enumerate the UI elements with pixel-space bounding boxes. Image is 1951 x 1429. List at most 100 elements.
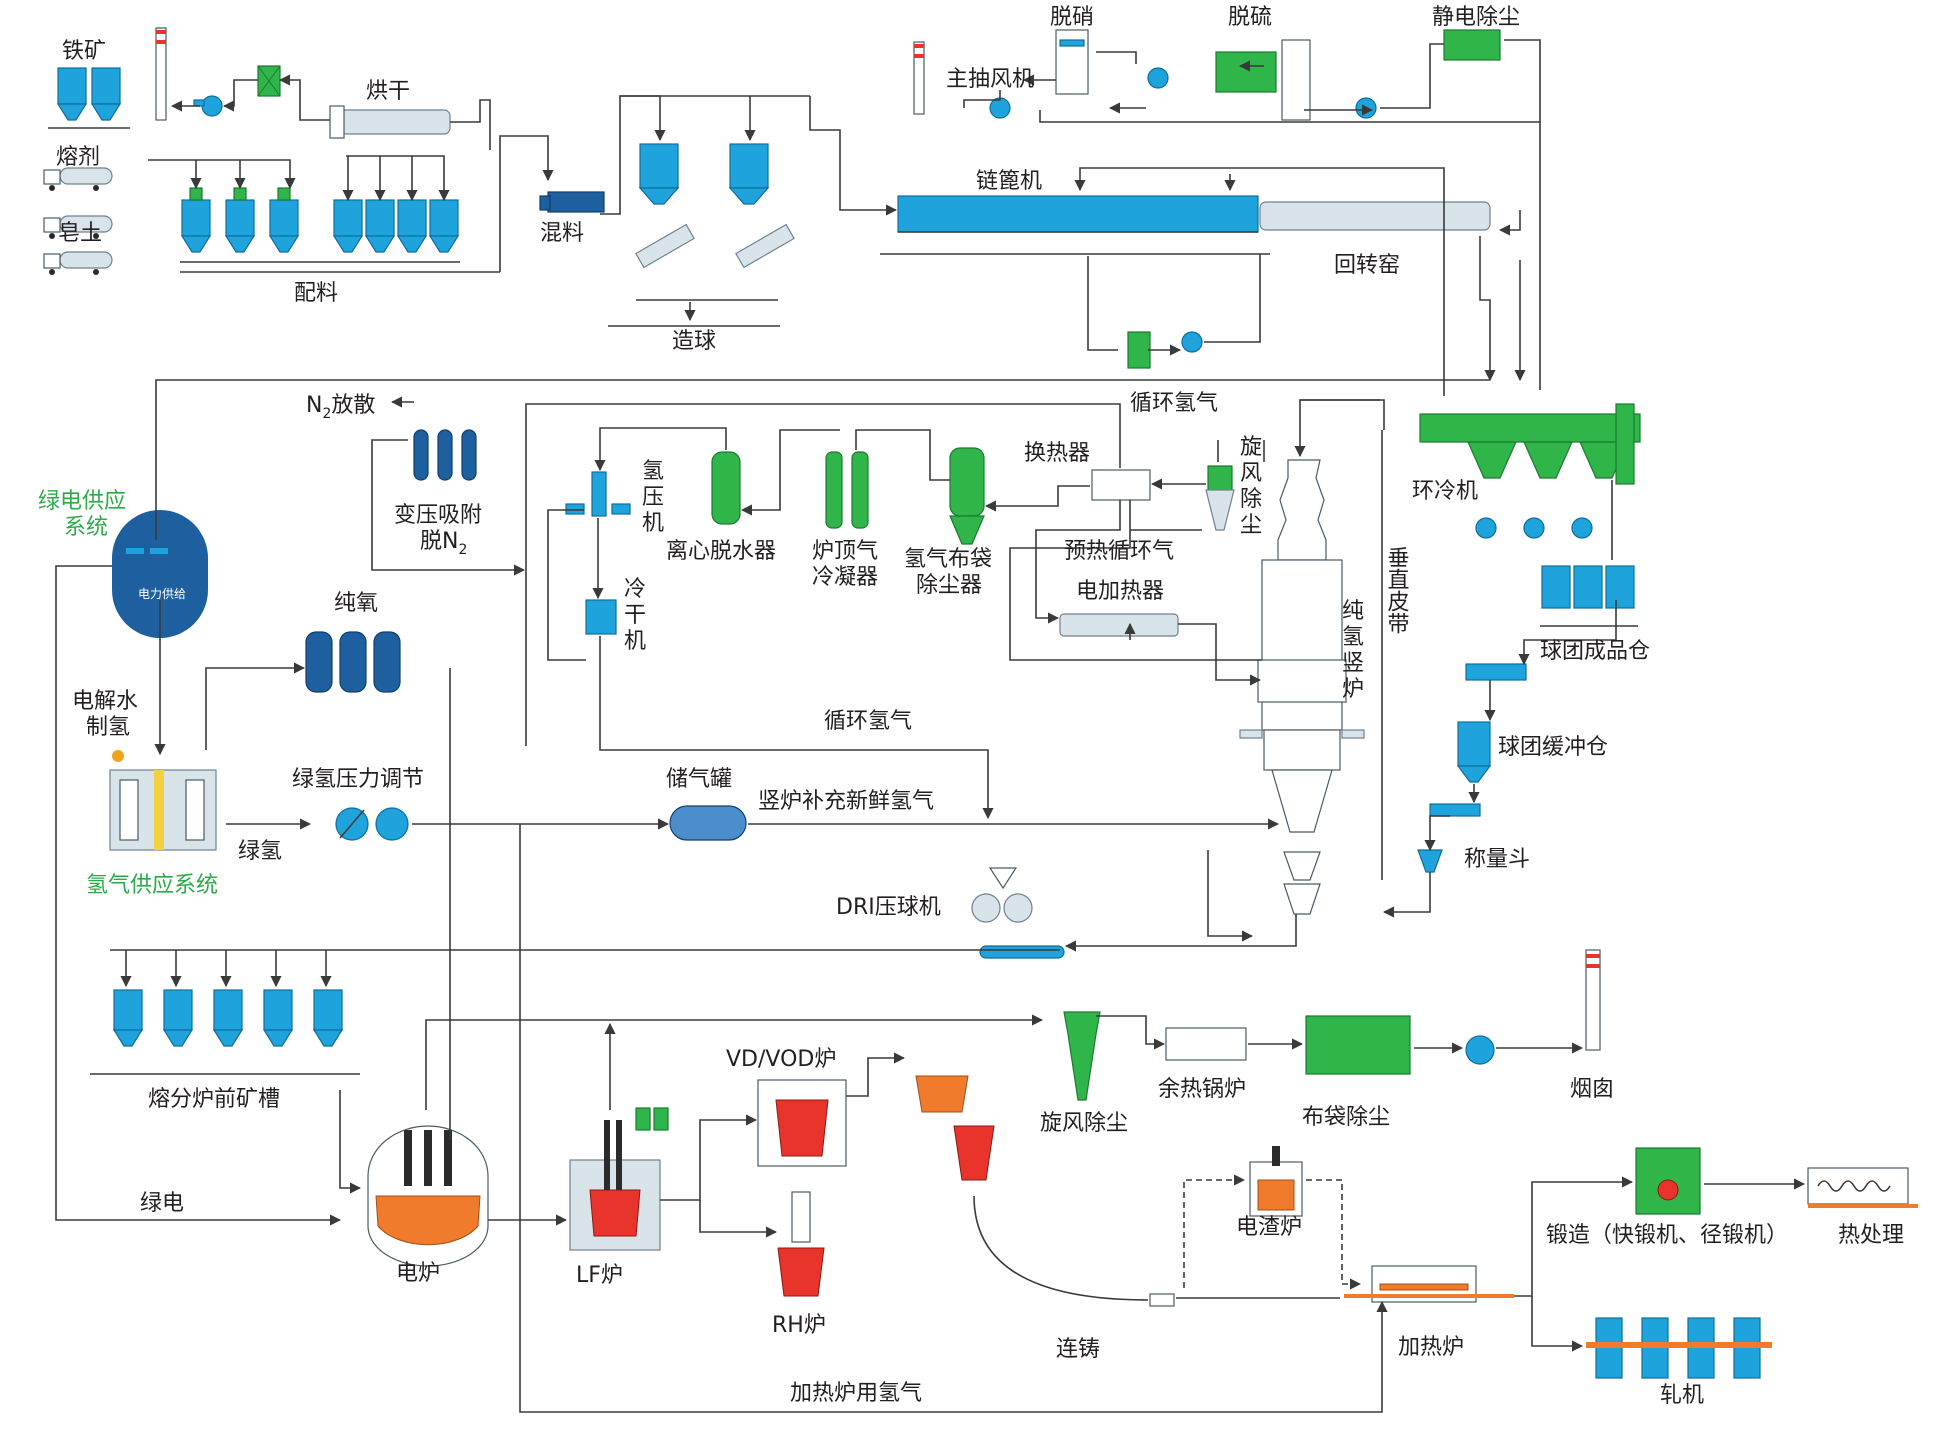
label-shaft-3: 竖 xyxy=(1342,651,1364,676)
label-h2-comp-1: 氢 xyxy=(642,459,664,484)
label-eaf: 电炉 xyxy=(396,1261,440,1286)
power-badge xyxy=(112,510,208,638)
label-lf: LF炉 xyxy=(576,1263,623,1288)
label-dryer-2: 干 xyxy=(624,603,646,628)
label-centrifugal: 离心脱水器 xyxy=(666,539,776,564)
label-drying: 烘干 xyxy=(366,79,410,104)
label-storage-tank: 储气罐 xyxy=(666,767,732,792)
label-forging: 锻造（快锻机、径锻机） xyxy=(1546,1223,1788,1248)
lf-furnace xyxy=(569,1107,669,1251)
electric-heater xyxy=(1059,613,1179,637)
label-flux: 熔剂 xyxy=(56,145,100,170)
label-chimney: 烟囱 xyxy=(1570,1077,1614,1102)
label-cyclone-top-1: 旋 xyxy=(1240,435,1262,460)
label-psa-1: 变压吸附 xyxy=(394,503,482,528)
label-fresh-h2: 竖炉补充新鲜氢气 xyxy=(758,789,934,814)
reheat-furnace xyxy=(1344,1265,1514,1303)
label-electrolysis-2: 制氢 xyxy=(86,715,130,740)
label-mixing: 混料 xyxy=(540,221,584,246)
cyclone-dust xyxy=(1063,1011,1101,1101)
grate-filter-fan xyxy=(1127,331,1203,369)
bag-dust xyxy=(1305,1015,1411,1075)
psa-columns xyxy=(413,429,477,481)
ring-cooler xyxy=(1419,403,1641,539)
heat-exchanger xyxy=(1091,469,1151,501)
label-reheat-h2: 加热炉用氢气 xyxy=(790,1381,922,1406)
top-cyclone xyxy=(1205,465,1235,531)
drying-stack-icon xyxy=(155,27,167,121)
gas-cleaning-train xyxy=(913,29,1501,121)
label-main-fan: 主抽风机 xyxy=(946,67,1034,92)
mixer xyxy=(539,191,605,213)
label-kiln: 回转窑 xyxy=(1334,253,1400,278)
iron-ore-silos xyxy=(48,67,130,129)
oxygen-tanks xyxy=(305,631,401,693)
label-recycle-h2-top: 循环氢气 xyxy=(1130,391,1218,416)
label-vd: VD/VOD炉 xyxy=(726,1047,836,1072)
label-psa-2: 脱N2 xyxy=(420,529,467,558)
labels: 铁矿 熔剂 皂土 烘干 配料 混料 造球 主抽风机 脱硝 脱硫 静电除尘 链篦机… xyxy=(38,5,1904,1408)
bentonite-truck-icon xyxy=(43,215,113,239)
label-cyclone-top-4: 尘 xyxy=(1240,513,1262,538)
storage-tank xyxy=(669,805,747,841)
label-condenser-2: 冷凝器 xyxy=(812,565,878,590)
label-rh: RH炉 xyxy=(772,1313,826,1338)
label-shaft-1: 纯 xyxy=(1342,599,1364,624)
label-green-power-supply-1: 绿电供应 xyxy=(38,489,126,514)
label-green-power-supply-2: 系统 xyxy=(64,515,108,540)
bentonite2-truck-icon xyxy=(43,251,113,275)
grate-kiln xyxy=(880,195,1491,255)
label-caster: 连铸 xyxy=(1056,1337,1100,1362)
air-dryer xyxy=(585,599,617,635)
label-green-h2: 绿氢 xyxy=(238,839,282,864)
label-green-power: 绿电 xyxy=(140,1191,184,1216)
label-dryer-1: 冷 xyxy=(624,577,646,602)
label-esp: 静电除尘 xyxy=(1432,5,1520,30)
label-waste-heat-boiler: 余热锅炉 xyxy=(1158,1077,1246,1102)
batching-silos xyxy=(180,187,500,273)
label-weigh-hopper: 称量斗 xyxy=(1464,847,1530,872)
drying-filter-icon xyxy=(257,65,281,97)
label-h2-comp-2: 压 xyxy=(642,485,664,510)
label-pelletizing: 造球 xyxy=(672,329,716,354)
label-denitration: 脱硝 xyxy=(1050,5,1094,30)
label-pure-oxygen: 纯氧 xyxy=(334,591,378,616)
label-vertical-belt-1: 垂直皮带 xyxy=(1384,546,1410,634)
electrolyzer xyxy=(109,750,217,851)
smelter-bins xyxy=(90,989,360,1075)
label-bag-dust: 布袋除尘 xyxy=(1302,1105,1390,1130)
label-reheat-furnace: 加热炉 xyxy=(1398,1335,1464,1360)
top-gas-condenser xyxy=(825,451,869,529)
esr-furnace xyxy=(1249,1146,1303,1217)
label-shaft-4: 炉 xyxy=(1342,677,1364,702)
caster xyxy=(915,1075,1175,1307)
label-cyclone-top-2: 风 xyxy=(1240,461,1262,486)
label-recycle-h2-mid: 循环氢气 xyxy=(824,709,912,734)
label-power-badge: 电力供给 xyxy=(138,587,186,601)
label-heat-exchanger: 换热器 xyxy=(1024,441,1090,466)
label-grate: 链篦机 xyxy=(976,169,1042,194)
pelletizer-hoppers xyxy=(608,143,795,327)
label-h2-comp-3: 机 xyxy=(642,511,664,536)
shaft-furnace xyxy=(1239,459,1365,915)
waste-heat-boiler xyxy=(1165,1027,1247,1061)
pressure-regulator xyxy=(335,807,409,841)
label-rolling-mill: 轧机 xyxy=(1660,1383,1704,1408)
label-preheat-recycle: 预热循环气 xyxy=(1064,539,1174,564)
exhaust-fan xyxy=(1465,1035,1495,1065)
heat-treatment-furnace xyxy=(1807,1167,1918,1208)
label-bentonite: 皂土 xyxy=(58,221,102,246)
label-n2-vent: N2放散 xyxy=(306,393,375,422)
centrifugal-dewaterer xyxy=(711,451,741,525)
label-shaft-2: 氢 xyxy=(1342,625,1364,650)
label-electric-heater: 电加热器 xyxy=(1076,579,1164,604)
h2-bag-filter xyxy=(949,447,985,545)
label-iron-ore: 铁矿 xyxy=(62,39,106,64)
label-electrolysis-1: 电解水 xyxy=(72,689,138,714)
label-pellet-bin: 球团成品仓 xyxy=(1540,639,1650,664)
flow-lines xyxy=(55,39,1806,1413)
label-dryer-3: 机 xyxy=(624,629,646,654)
label-dri-press: DRI压球机 xyxy=(836,895,941,920)
label-heat-treatment: 热处理 xyxy=(1838,1223,1904,1248)
label-pellet-buffer: 球团缓冲仓 xyxy=(1498,735,1608,760)
